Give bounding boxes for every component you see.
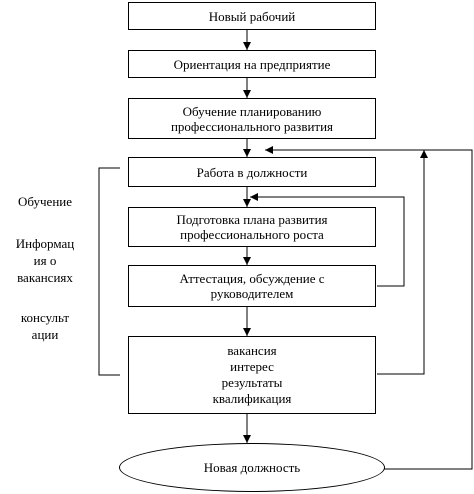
side-info-text-3: вакансиях (17, 270, 73, 285)
orientation-label: Ориентация на предприятие (173, 56, 331, 72)
vacancy-label: вакансия (227, 343, 277, 358)
feedback-attestation (250, 193, 405, 287)
new-position-label: Новая должность (203, 459, 301, 475)
side-label-training: Обучение (8, 193, 82, 210)
feedback-vacancy (377, 150, 428, 375)
attestation-label-1: Аттестация, обсуждение с (179, 271, 325, 286)
side-training-text: Обучение (18, 194, 72, 209)
attestation-box: Аттестация, обсуждение с руководителем (128, 265, 376, 307)
new-position-ellipse: Новая должность (119, 443, 385, 492)
new-worker-label: Новый рабочий (208, 8, 296, 24)
orientation-box: Ориентация на предприятие (128, 50, 376, 78)
left-bracket (98, 167, 120, 376)
side-info-text-1: Информац (15, 236, 75, 251)
qualification-label: квалификация (212, 391, 292, 406)
side-consult-text-1: консульт (20, 310, 70, 325)
side-label-vacancy-info: Информац ия о вакансиях (6, 235, 84, 286)
training-label-1: Обучение планированию (182, 103, 322, 119)
vacancy-criteria-box: вакансия интерес результаты квалификация (128, 336, 376, 414)
results-label: результаты (221, 375, 283, 390)
plan-label-1: Подготовка плана развития (176, 212, 328, 227)
side-consult-text-2: ации (31, 327, 59, 342)
plan-label-2: профессионального роста (180, 227, 324, 242)
training-label-2: профессионального развития (170, 118, 334, 134)
attestation-label-2: руководителем (210, 286, 294, 301)
new-worker-box: Новый рабочий (128, 2, 376, 30)
feedback-new-position (265, 146, 473, 470)
development-plan-box: Подготовка плана развития профессиональн… (128, 207, 376, 247)
training-box: Обучение планированию профессионального … (128, 98, 376, 139)
work-in-position-label: Работа в должности (196, 164, 308, 180)
side-info-text-2: ия о (33, 253, 57, 268)
work-in-position-box: Работа в должности (128, 157, 376, 187)
side-label-consultations: консульт ации (6, 309, 84, 343)
interest-label: интерес (230, 359, 274, 374)
